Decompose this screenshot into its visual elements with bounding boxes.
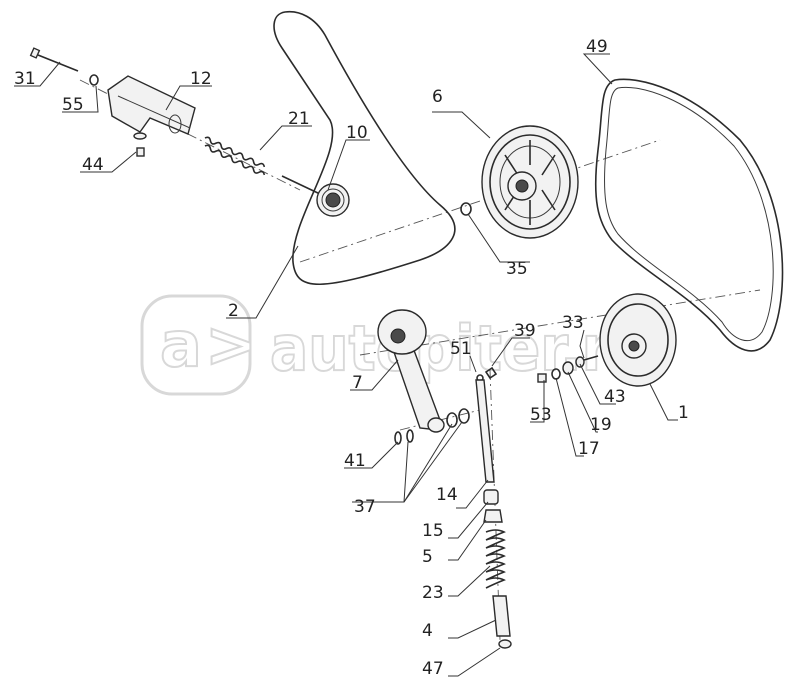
callout-4: 4: [422, 621, 433, 641]
sleeve-4: [492, 595, 511, 637]
leader-lines: [14, 53, 678, 677]
callout-23: 23: [422, 583, 444, 603]
callout-7: 7: [352, 373, 363, 393]
pulley-6: [481, 125, 579, 239]
nut-53: [537, 373, 547, 383]
callout-14: 14: [436, 485, 458, 505]
callout-49: 49: [586, 37, 608, 57]
svg-text:>: >: [205, 308, 257, 381]
nut-47: [498, 639, 512, 649]
ring-35: [460, 202, 472, 216]
callout-17: 17: [578, 439, 600, 459]
callout-41: 41: [344, 451, 366, 471]
bracket-12: [107, 75, 196, 135]
belt-49: [594, 78, 784, 352]
callout-35: 35: [506, 259, 528, 279]
callout-5: 5: [422, 547, 433, 567]
guard-plate: [273, 10, 456, 285]
pin-41: [394, 429, 414, 445]
callout-21: 21: [288, 109, 310, 129]
callout-47: 47: [422, 659, 444, 679]
callout-44: 44: [82, 155, 104, 175]
callout-51: 51: [450, 339, 472, 359]
callout-55: 55: [62, 95, 84, 115]
callout-43: 43: [604, 387, 626, 407]
hardware-43: [575, 355, 599, 368]
pulley-1: [599, 293, 677, 387]
bushing-15: [483, 489, 499, 505]
callout-37: 37: [354, 497, 376, 517]
washers-37: [446, 408, 470, 428]
rod-14: [475, 379, 495, 483]
svg-text:autopiter.ru: autopiter.ru: [270, 312, 650, 385]
callout-6: 6: [432, 87, 443, 107]
washer-19: [562, 361, 574, 375]
callout-labels: 31 12 55 21 10 44 6 49 35 2 7 39 33 51 1…: [14, 37, 689, 679]
screw-44: [133, 132, 147, 157]
spring-23: [485, 529, 506, 589]
tensioner-10: [281, 175, 350, 217]
watermark-logo: a > autopiter.ru: [140, 294, 651, 396]
svg-text:a: a: [160, 308, 202, 381]
bolt-31: [29, 47, 79, 72]
callout-12: 12: [190, 69, 212, 89]
callout-53: 53: [530, 405, 552, 425]
callout-15: 15: [422, 521, 444, 541]
callout-19: 19: [590, 415, 612, 435]
callout-31: 31: [14, 69, 36, 89]
clip-39: [484, 366, 498, 380]
cap-5: [483, 509, 503, 523]
spring-21: [204, 136, 266, 176]
callout-10: 10: [346, 123, 368, 143]
callout-39: 39: [514, 321, 536, 341]
ring-55: [89, 74, 99, 86]
callout-2: 2: [228, 301, 239, 321]
callout-33: 33: [562, 313, 584, 333]
callout-1: 1: [678, 403, 689, 423]
idler-arm-7: [377, 309, 445, 433]
